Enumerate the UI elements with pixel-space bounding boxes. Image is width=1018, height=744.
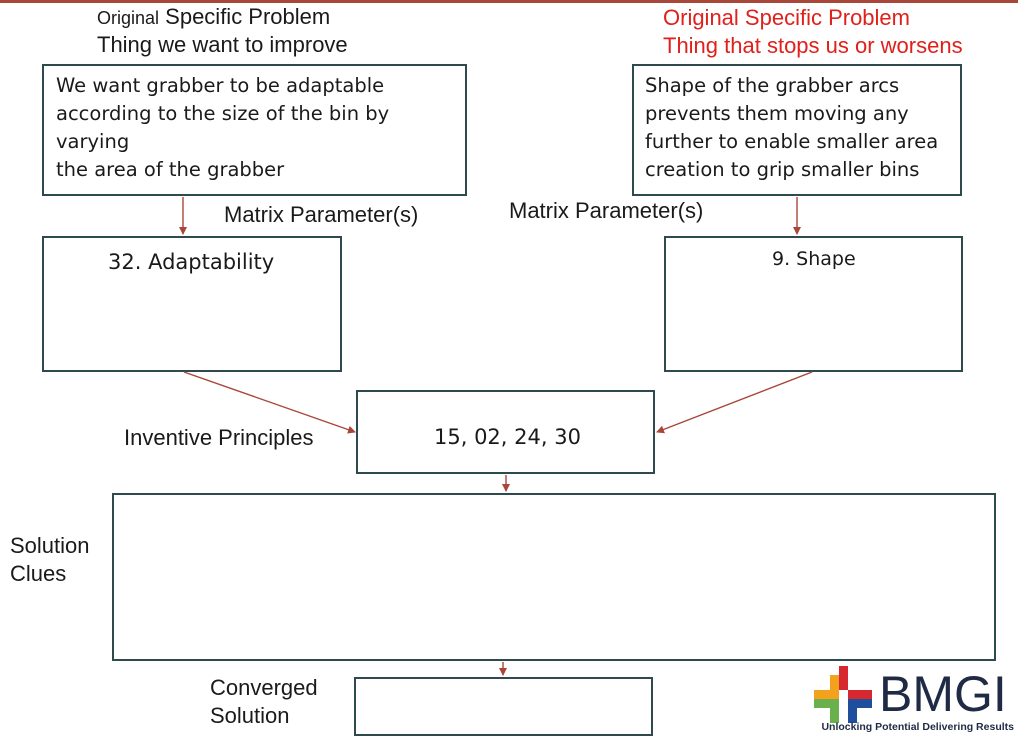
left-problem-text: We want grabber to be adaptable accordin… [56, 72, 465, 184]
left-problem-line: the area of the grabber [56, 158, 285, 181]
right-problem-text: Shape of the grabber arcs prevents them … [645, 72, 938, 184]
arrow-left-parameter-to-principles [183, 371, 356, 434]
arrow-right-parameter-to-principles [656, 371, 813, 434]
right-problem-line: prevents them moving any [645, 102, 909, 125]
matrix-label-left: Matrix Parameter(s) [224, 202, 419, 227]
right-parameter-text: 9. Shape [772, 248, 856, 270]
bmgi-tagline: Unlocking Potential Delivering Results [821, 721, 1014, 733]
right-problem-line: creation to grip smaller bins [645, 158, 920, 181]
converged-label: Converged Solution [210, 674, 318, 730]
solution-clues-label: Solution Clues [10, 532, 90, 588]
converged-line: Converged [210, 675, 318, 700]
right-problem-box: Shape of the grabber arcs prevents them … [632, 64, 962, 196]
right-parameter-box: 9. Shape [664, 236, 963, 372]
left-parameter-text: 32. Adaptability [108, 250, 275, 274]
converged-solution-box [354, 677, 653, 736]
left-problem-line: according to the size of the bin by vary… [56, 102, 390, 153]
right-header-subtitle: Thing that stops us or worsens [663, 33, 963, 58]
right-problem-line: Shape of the grabber arcs [645, 74, 900, 97]
left-problem-line: We want grabber to be adaptable [56, 74, 385, 97]
right-problem-line: further to enable smaller area [645, 130, 939, 153]
left-header-title: Specific Problem [165, 4, 331, 29]
solution-clues-line: Clues [10, 561, 67, 586]
solution-clues-box [112, 493, 996, 661]
solution-clues-line: Solution [10, 533, 90, 558]
left-header-subtitle: Thing we want to improve [97, 32, 348, 57]
left-parameter-box: 32. Adaptability [42, 236, 342, 372]
principles-label: Inventive Principles [124, 425, 314, 450]
matrix-label-right: Matrix Parameter(s) [509, 198, 704, 223]
left-header-line1: Original Specific Problem [97, 3, 330, 32]
bmgi-wordmark: BMGI [879, 666, 1007, 722]
principles-box: 15, 02, 24, 30 [356, 390, 655, 474]
converged-line: Solution [210, 703, 290, 728]
bmgi-logo: BMGI Unlocking Potential Delivering Resu… [810, 664, 1014, 742]
principles-value: 15, 02, 24, 30 [434, 425, 581, 449]
right-header-title: Original Specific Problem [663, 5, 910, 30]
left-header-prefix: Original [97, 8, 160, 28]
bmgi-cross-icon [814, 666, 872, 723]
left-problem-box: We want grabber to be adaptable accordin… [42, 64, 467, 196]
top-rule [0, 0, 1018, 3]
